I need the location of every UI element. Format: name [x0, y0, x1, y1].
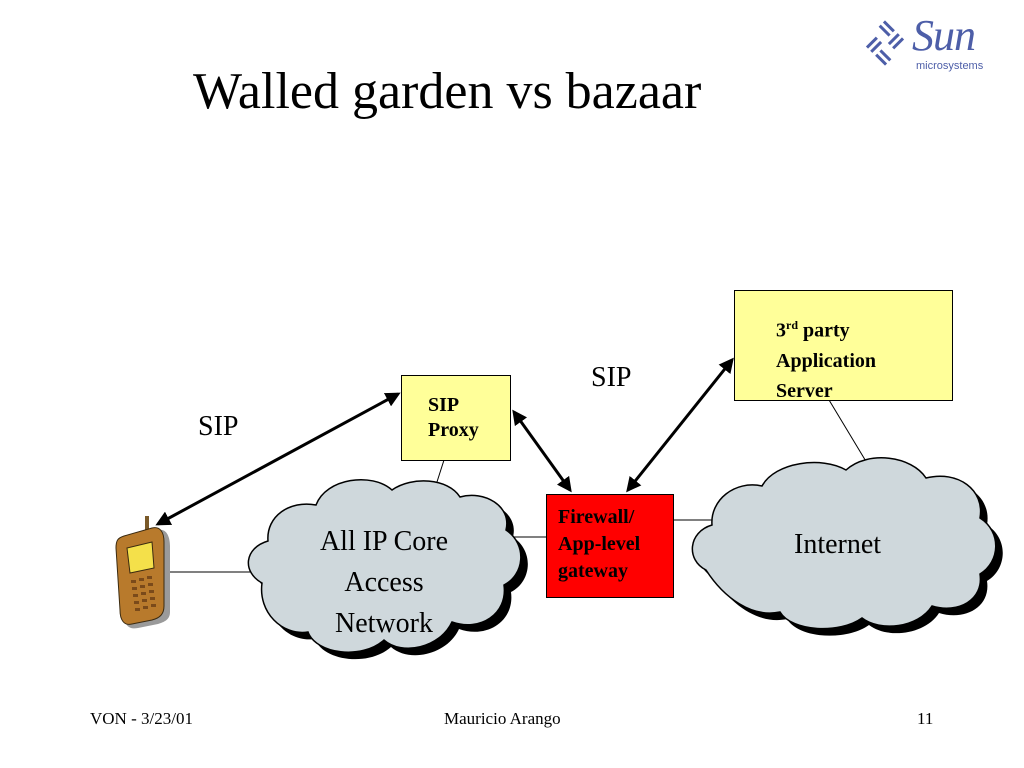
footer-left: VON - 3/23/01 — [90, 709, 193, 728]
app-server-box: 3rd party Application Server — [734, 290, 953, 402]
firewall-line3: gateway — [558, 560, 628, 582]
app-server-ordinal-suffix: rd — [786, 318, 798, 332]
firewall-line1: Firewall/ — [558, 506, 635, 528]
internet-cloud — [691, 457, 1003, 636]
core-cloud-label: All IP Core Access Network — [284, 521, 484, 644]
internet-cloud-label: Internet — [794, 529, 882, 560]
slide-title: Walled garden vs bazaar — [193, 63, 702, 120]
app-server-line2: Application — [776, 349, 877, 372]
proxy-to-core-link — [435, 459, 445, 486]
sun-logo-sub: microsystems — [916, 60, 984, 72]
sip-proxy-line2: Proxy — [428, 419, 479, 441]
app-server-line3: Server — [776, 379, 833, 402]
arrow-firewall-to-server — [626, 357, 734, 493]
cell-phone-icon — [115, 516, 170, 629]
app-server-line1-text: party — [798, 319, 850, 342]
footer-center: Mauricio Arango — [444, 709, 561, 728]
sip-label-right: SIP — [591, 362, 632, 393]
sun-logo-mark-icon — [865, 20, 905, 66]
footer-page-number: 11 — [917, 709, 934, 728]
arrow-proxy-to-firewall — [512, 409, 572, 493]
firewall-line2: App-level — [558, 533, 641, 555]
sip-label-left: SIP — [198, 411, 239, 442]
sun-logo-word: Sun — [912, 11, 976, 60]
core-cloud-line1: All IP Core — [319, 526, 449, 557]
sun-logo: Sun microsystems — [860, 11, 1000, 78]
core-cloud-line3: Network — [335, 608, 433, 639]
core-cloud-line2: Access — [344, 567, 424, 598]
sip-proxy-box: SIP Proxy — [401, 375, 511, 461]
firewall-box: Firewall/ App-level gateway — [546, 494, 674, 598]
app-server-line1: 3rd party — [776, 310, 952, 346]
sip-proxy-line1: SIP — [428, 394, 460, 416]
app-server-ordinal: 3 — [776, 319, 786, 342]
arrow-phone-to-proxy — [155, 392, 401, 526]
